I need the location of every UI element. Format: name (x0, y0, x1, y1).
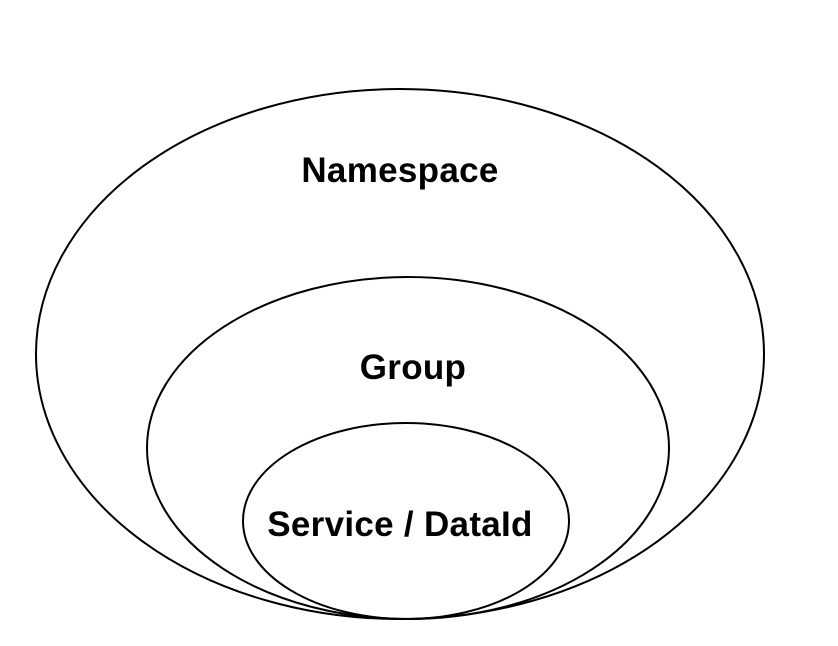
group-label: Group (360, 348, 466, 387)
service-dataid-label: Service / DataId (267, 505, 533, 544)
group-ellipse (146, 276, 670, 620)
service-dataid-ellipse (242, 422, 570, 620)
namespace-label: Namespace (301, 151, 498, 190)
